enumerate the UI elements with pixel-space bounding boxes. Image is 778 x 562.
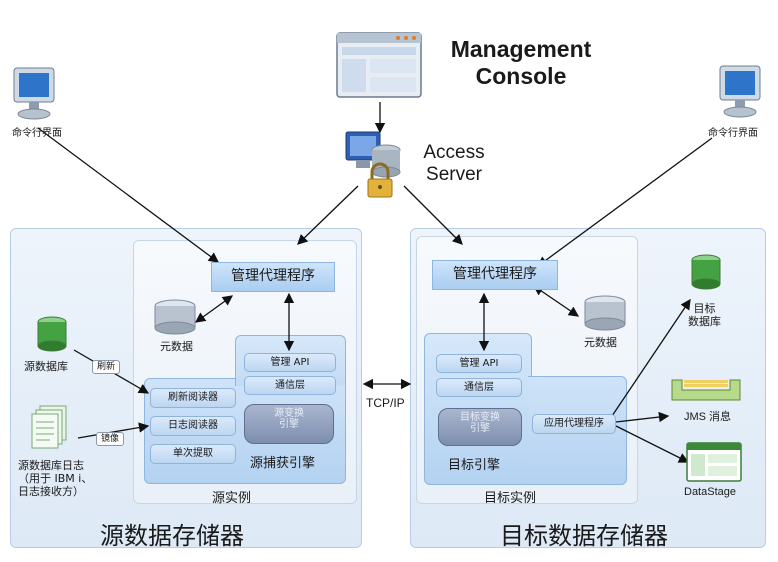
tcpip-label: TCP/IP	[366, 396, 405, 410]
target-mgmt-agent: 管理代理程序	[432, 260, 558, 290]
source-capture-engine-label: 源捕获引擎	[250, 456, 316, 471]
source-mgmt-agent: 管理代理程序	[211, 262, 335, 292]
source-transform-engine: 源变换 引擎	[244, 404, 334, 444]
refresh-tag: 刷新	[92, 360, 120, 374]
target-metadata-label: 元数据	[584, 336, 617, 349]
target-engine-label: 目标引擎	[448, 458, 501, 473]
source-refresh-reader: 刷新阅读器	[150, 388, 236, 408]
source-store-title: 源数据存储器	[100, 522, 244, 550]
management-console-window-icon	[336, 32, 422, 98]
target-mgmt-api: 管理 API	[436, 354, 522, 373]
left-cli-label: 命令行界面	[12, 128, 62, 139]
source-instance-title: 源实例	[212, 491, 252, 506]
source-mgmt-api: 管理 API	[244, 353, 336, 372]
source-log-label: 源数据库日志 （用于 IBM i、 日志接收方）	[18, 459, 93, 498]
target-transform-engine: 目标变换 引擎	[438, 408, 522, 446]
target-db-label: 目标 数据库	[688, 302, 721, 328]
jms-label: JMS 消息	[684, 411, 732, 423]
source-database-icon	[37, 316, 67, 352]
access-server-label: Access Server	[423, 142, 485, 185]
right-cli-monitor-icon	[719, 65, 761, 118]
target-store-title: 目标数据存储器	[500, 522, 668, 550]
source-comm-layer: 通信层	[244, 376, 336, 395]
management-console-label: Management Console	[450, 36, 592, 89]
source-log-reader: 日志阅读器	[150, 416, 236, 436]
source-log-icon	[31, 405, 67, 449]
access-server-icon	[345, 131, 401, 198]
source-metadata-icon	[154, 299, 196, 335]
datastage-label: DataStage	[684, 486, 736, 498]
jms-message-icon	[671, 379, 741, 401]
target-metadata-icon	[584, 295, 626, 331]
target-comm-layer: 通信层	[436, 378, 522, 397]
target-database-icon	[691, 254, 721, 290]
source-db-label: 源数据库	[24, 360, 68, 373]
right-cli-label: 命令行界面	[708, 128, 758, 139]
target-apply-agent: 应用代理程序	[532, 414, 616, 434]
source-metadata-label: 元数据	[160, 340, 193, 353]
left-cli-monitor-icon	[13, 67, 55, 120]
source-single-fetch: 单次提取	[150, 444, 236, 464]
target-instance-title: 目标实例	[484, 491, 537, 506]
datastage-window-icon	[686, 442, 742, 482]
mirror-tag: 镜像	[96, 432, 124, 446]
